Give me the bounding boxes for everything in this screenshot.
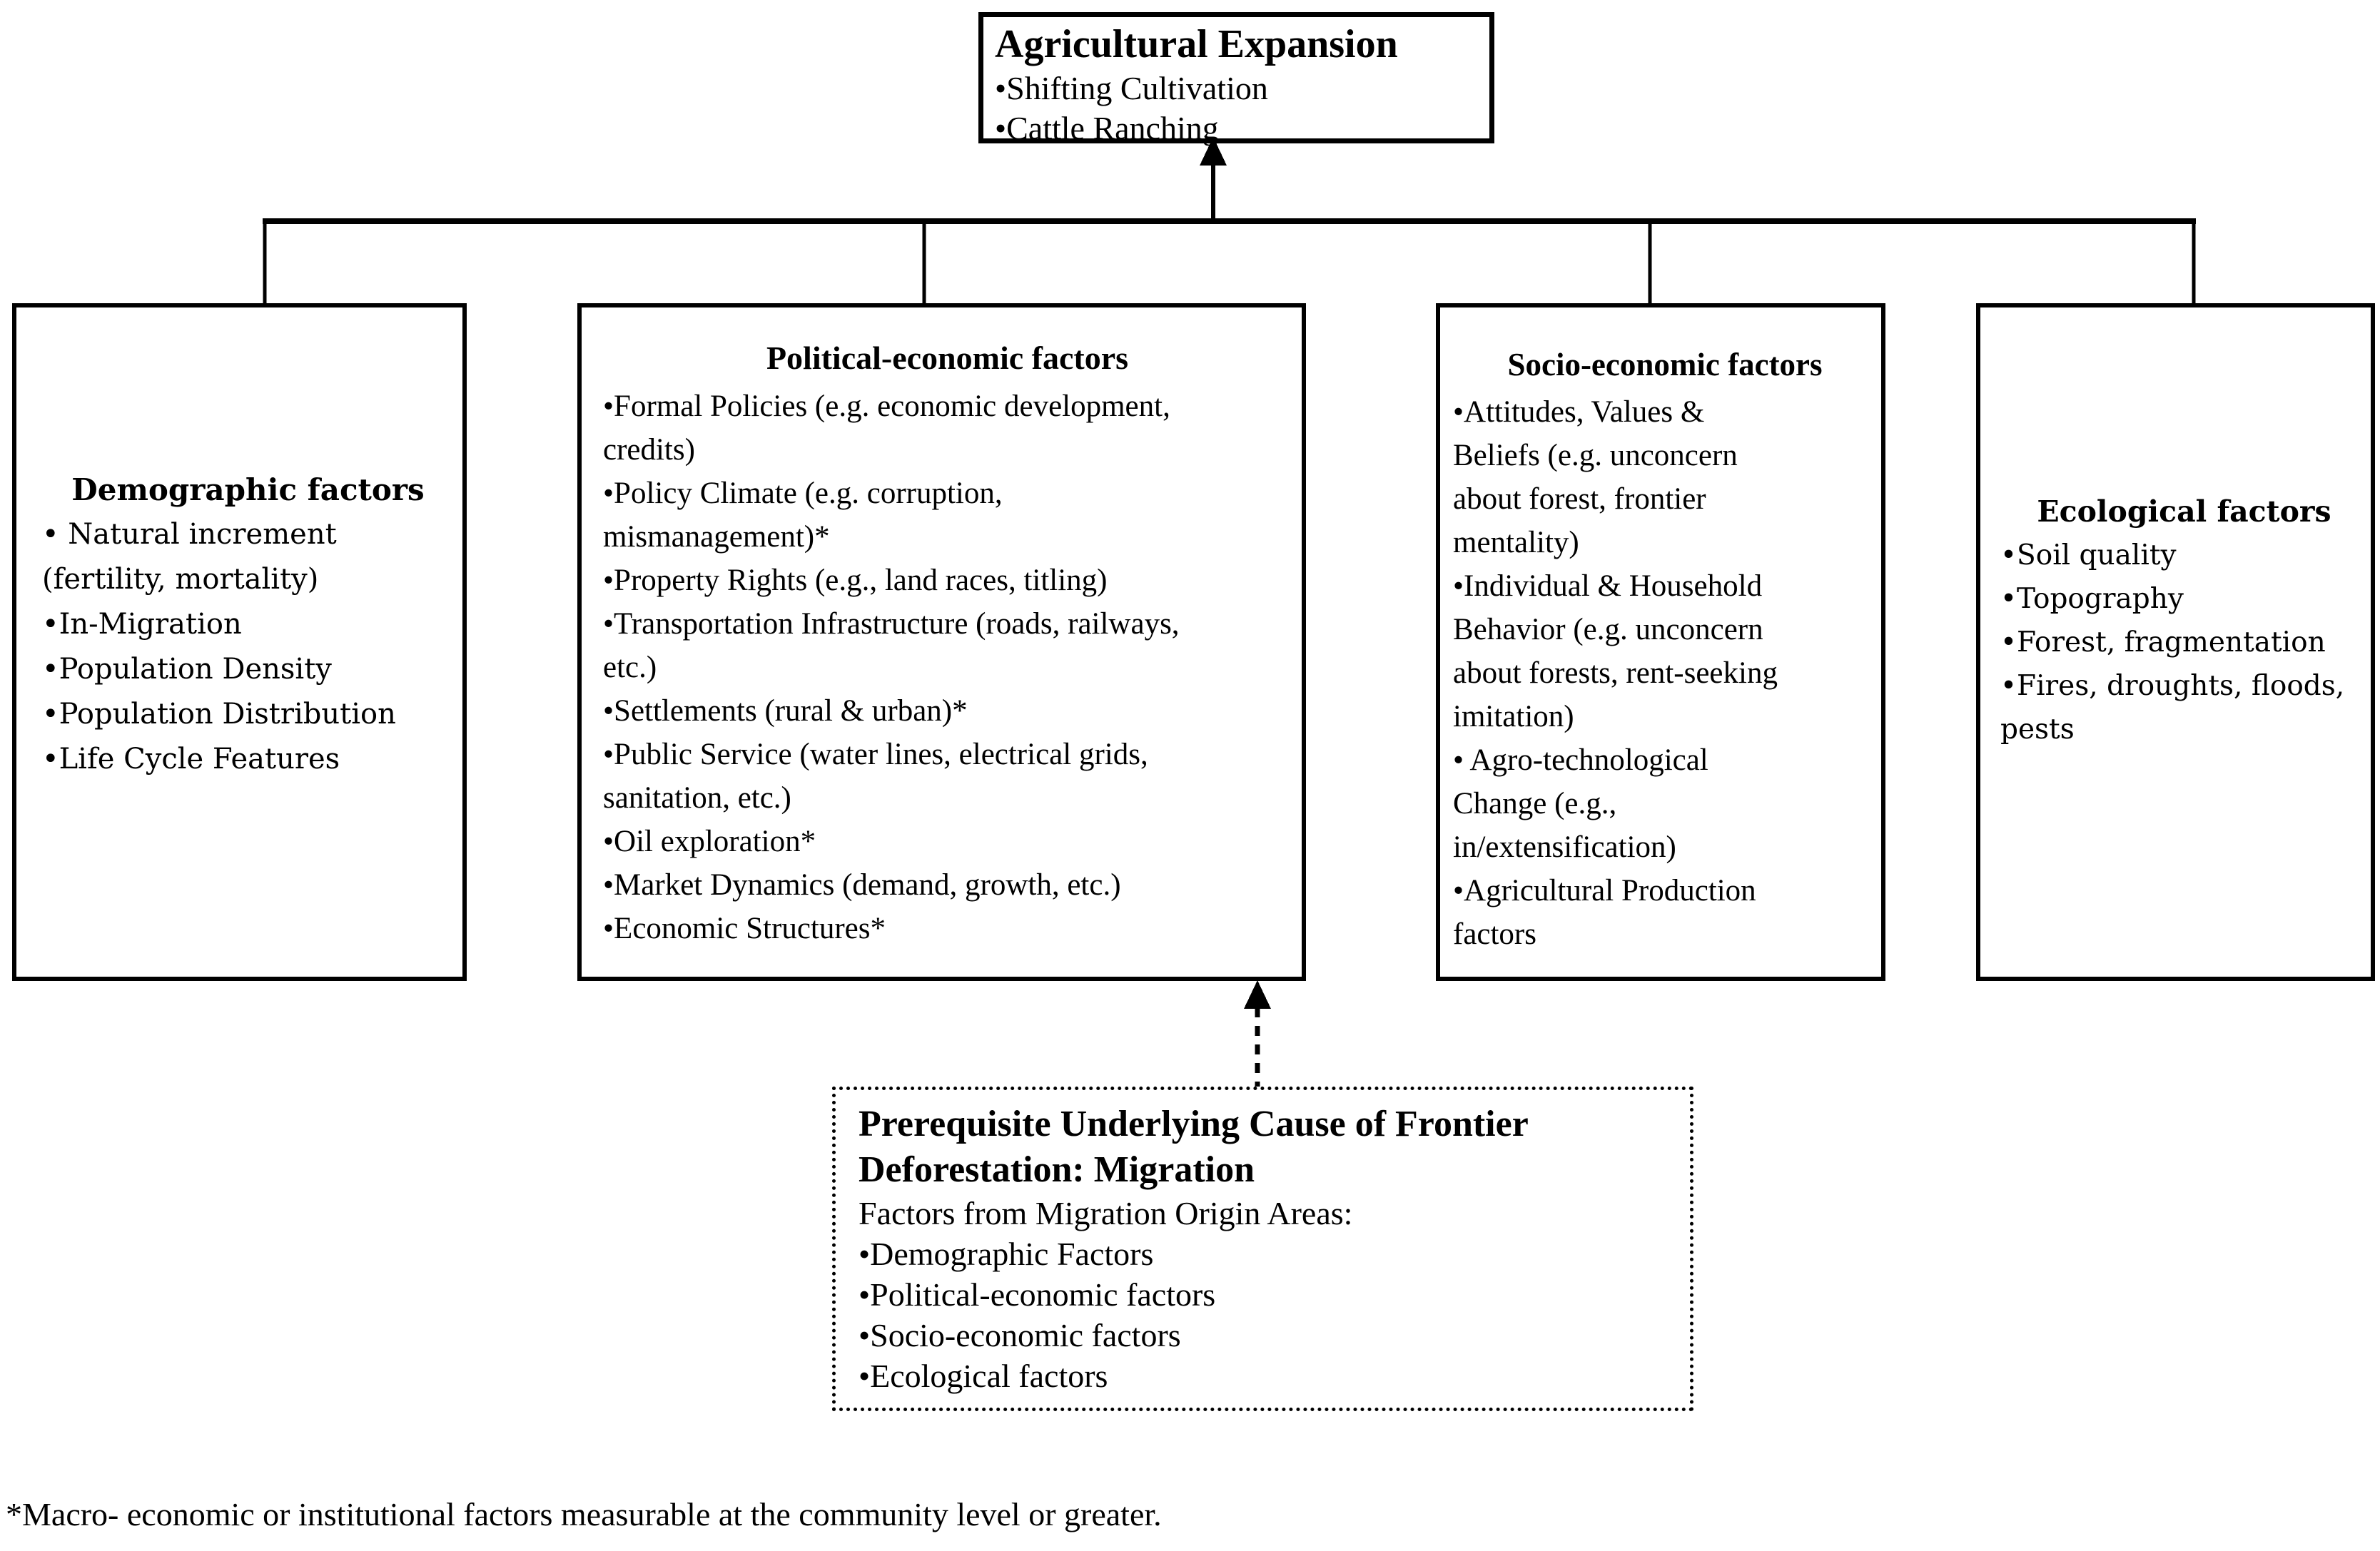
agricultural-expansion-title: Agricultural Expansion	[995, 22, 1398, 66]
text-line: •Population Density	[42, 652, 332, 686]
political-economic-factors-box: Political-economic factors •Formal Polic…	[577, 303, 1306, 981]
text-line: Change (e.g.,	[1453, 787, 1617, 820]
text-line: •Fires, droughts, floods,	[2000, 670, 2345, 702]
text-line: mentality)	[1453, 526, 1579, 559]
up-arrow-head-icon	[1200, 137, 1227, 166]
macro-economic-footnote: *Macro- economic or institutional factor…	[6, 1496, 1162, 1532]
demographic-factors-list: • Natural increment (fertility, mortality…	[42, 512, 454, 782]
ecological-factors-box: Ecological factors •Soil quality •Topogra…	[1976, 303, 2375, 981]
socio-economic-factors-box: Socio-economic factors •Attitudes, Value…	[1436, 303, 1885, 981]
text-line: •Attitudes, Values &	[1453, 395, 1705, 429]
text-line: •Topography	[2000, 583, 2184, 615]
ecological-factors-list: •Soil quality •Topography •Forest, fragmen…	[2000, 534, 2368, 751]
text-line: about forests, rent-seeking	[1453, 656, 1778, 690]
agricultural-expansion-list: •Shifting Cultivation •Cattle Ranching	[995, 68, 1484, 148]
up-arrow	[1200, 137, 1227, 224]
text-line: •Agricultural Production	[1453, 874, 1756, 907]
text-line: •Formal Policies (e.g. economic developm…	[603, 390, 1170, 423]
text-line: •Life Cycle Features	[42, 742, 340, 776]
text-line: in/extensification)	[1453, 830, 1676, 864]
text-line: •Population Distribution	[42, 697, 396, 731]
prerequisite-title-line1: Prerequisite Underlying Cause of Frontie…	[859, 1104, 1529, 1144]
demographic-factors-title: Demographic factors	[71, 472, 425, 507]
text-line: •Socio-economic factors	[859, 1317, 1181, 1353]
text-line: •Cattle Ranching	[995, 110, 1219, 146]
text-line: •Transportation Infrastructure (roads, r…	[603, 607, 1180, 641]
prerequisite-factors-list: •Demographic Factors •Political-economic …	[859, 1234, 1684, 1396]
socio-economic-factors-list: •Attitudes, Values & Beliefs (e.g. unconc…	[1453, 390, 1877, 956]
dashed-arrow-head-icon	[1244, 980, 1271, 1009]
prerequisite-subtitle: Factors from Migration Origin Areas:	[859, 1195, 1353, 1231]
text-line: • Natural increment	[42, 517, 337, 551]
demographic-factors-box: Demographic factors • Natural increment (…	[12, 303, 467, 981]
prerequisite-migration-box: Prerequisite Underlying Cause of Frontie…	[832, 1087, 1693, 1411]
text-line: •Oil exploration*	[603, 825, 816, 858]
text-line: credits)	[603, 433, 695, 467]
text-line: •Economic Structures*	[603, 912, 886, 945]
text-line: Beliefs (e.g. unconcern	[1453, 439, 1738, 472]
text-line: •In-Migration	[42, 607, 242, 641]
text-line: •Individual & Household	[1453, 569, 1763, 603]
agricultural-expansion-box: Agricultural Expansion •Shifting Cultiva…	[978, 12, 1494, 146]
text-line: pests	[2000, 713, 2075, 746]
text-line: •Market Dynamics (demand, growth, etc.)	[603, 868, 1121, 902]
text-line: •Forest, fragmentation	[2000, 626, 2326, 658]
text-line: imitation)	[1453, 700, 1574, 733]
migration-dashed-arrow	[1244, 980, 1271, 1088]
text-line: about forest, frontier	[1453, 482, 1706, 516]
text-line: • Agro-technological	[1453, 743, 1708, 777]
text-line: •Ecological factors	[859, 1358, 1108, 1394]
text-line: (fertility, mortality)	[42, 562, 319, 596]
text-line: •Soil quality	[2000, 539, 2177, 571]
text-line: •Property Rights (e.g., land races, titl…	[603, 564, 1108, 597]
text-line: •Settlements (rural & urban)*	[603, 694, 968, 728]
political-economic-factors-list: •Formal Policies (e.g. economic developm…	[603, 385, 1292, 950]
political-economic-factors-title: Political-economic factors	[766, 340, 1129, 376]
text-line: Behavior (e.g. unconcern	[1453, 613, 1763, 646]
text-line: factors	[1453, 917, 1536, 951]
socio-economic-factors-title: Socio-economic factors	[1507, 347, 1823, 382]
text-line: •Demographic Factors	[859, 1236, 1154, 1272]
text-line: •Shifting Cultivation	[995, 70, 1268, 106]
text-line: sanitation, etc.)	[603, 781, 791, 815]
text-line: etc.)	[603, 651, 657, 684]
text-line: •Public Service (water lines, electrical…	[603, 738, 1148, 771]
prerequisite-title-line2: Deforestation: Migration	[859, 1149, 1255, 1190]
ecological-factors-title: Ecological factors	[2037, 494, 2331, 529]
text-line: mismanagement)*	[603, 520, 830, 554]
text-line: •Political-economic factors	[859, 1276, 1216, 1313]
text-line: •Policy Climate (e.g. corruption,	[603, 477, 1003, 510]
